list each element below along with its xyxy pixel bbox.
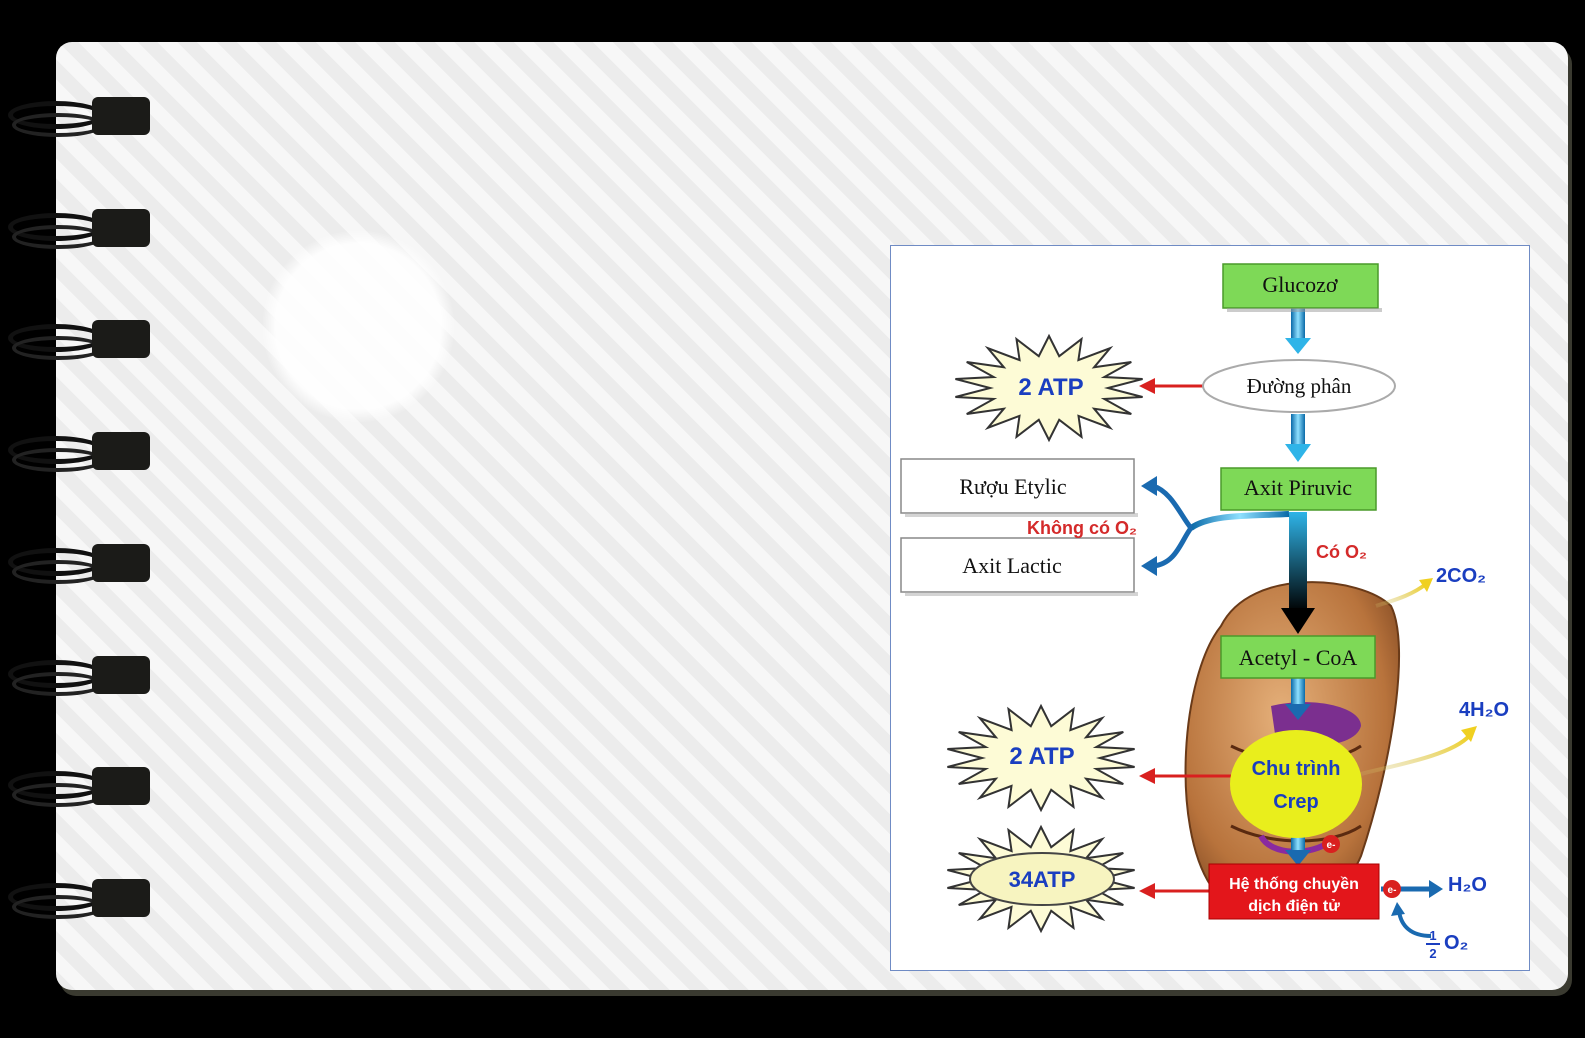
etc-label-line1: Hệ thống chuyền — [1229, 876, 1359, 893]
glucose-label: Glucozơ — [1262, 272, 1338, 297]
etc-box: Hệ thống chuyền dịch điện tử — [1209, 864, 1379, 919]
h2o-krebs-label: 4H₂O — [1459, 699, 1509, 721]
arrow-glucose-to-glycolysis — [1285, 308, 1311, 354]
glycolysis-oval: Đường phân — [1203, 360, 1395, 412]
krebs-cycle-ellipse: Chu trình Crep — [1230, 730, 1362, 838]
atp-star-glycolysis: 2 ATP — [955, 336, 1142, 440]
pyruvic-label: Axit Piruvic — [1244, 475, 1352, 500]
respiration-diagram: Glucozơ Axit Piruvic Acetyl - CoA Đường … — [890, 245, 1530, 971]
electron-icon: e- — [1322, 835, 1340, 853]
arrow-glycolysis-to-pyruvic — [1285, 414, 1311, 462]
glucose-box: Glucozơ — [1223, 264, 1382, 312]
arrow-co2-release — [1376, 578, 1433, 606]
ethanol-label: Rượu Etylic — [959, 474, 1067, 499]
atp-glycolysis-label: 2 ATP — [1018, 374, 1083, 401]
acetyl-coa-label: Acetyl - CoA — [1239, 645, 1358, 670]
arrow-to-atp-etc — [1139, 883, 1209, 899]
half-denominator: 2 — [1429, 946, 1436, 961]
half-o2-text: O₂ — [1444, 932, 1468, 954]
spiral-ring — [8, 654, 148, 698]
spiral-ring — [8, 542, 148, 586]
spiral-ring — [8, 95, 148, 139]
electron-label: e- — [1327, 840, 1336, 851]
spiral-ring — [8, 765, 148, 809]
spiral-ring — [8, 207, 148, 251]
etc-label-line2: dịch điện tử — [1248, 898, 1340, 915]
atp-etc-label: 34ATP — [1009, 867, 1076, 892]
arrow-to-atp-glycolysis — [1139, 378, 1203, 394]
krebs-label-line1: Chu trình — [1252, 758, 1341, 780]
with-oxygen-label: Có O₂ — [1316, 542, 1367, 562]
atp-star-etc: 34ATP — [947, 827, 1134, 931]
electron-label: e- — [1388, 885, 1397, 896]
half-numerator: 1 — [1429, 928, 1436, 943]
electron-icon: e- — [1383, 880, 1401, 898]
ethanol-box: Rượu Etylic — [901, 459, 1138, 517]
lactic-label: Axit Lactic — [962, 553, 1062, 578]
krebs-label-line2: Crep — [1273, 791, 1319, 813]
spiral-ring — [8, 430, 148, 474]
atp-krebs-label: 2 ATP — [1009, 743, 1074, 770]
half-o2-label: 1 2 O₂ — [1426, 928, 1468, 961]
arrow-pyruvic-to-acetyl — [1281, 512, 1315, 634]
spiral-ring — [8, 318, 148, 362]
glycolysis-label: Đường phân — [1247, 374, 1352, 398]
lactic-box: Axit Lactic — [901, 538, 1138, 596]
acetyl-coa-box: Acetyl - CoA — [1221, 636, 1375, 678]
h2o-etc-label: H₂O — [1448, 874, 1487, 896]
arrow-half-o2-input — [1391, 902, 1431, 936]
no-oxygen-label: Không có O₂ — [1027, 518, 1137, 538]
atp-star-krebs: 2 ATP — [947, 706, 1134, 810]
co2-label: 2CO₂ — [1436, 565, 1486, 587]
pyruvic-box: Axit Piruvic — [1221, 468, 1376, 510]
spiral-ring — [8, 877, 148, 921]
